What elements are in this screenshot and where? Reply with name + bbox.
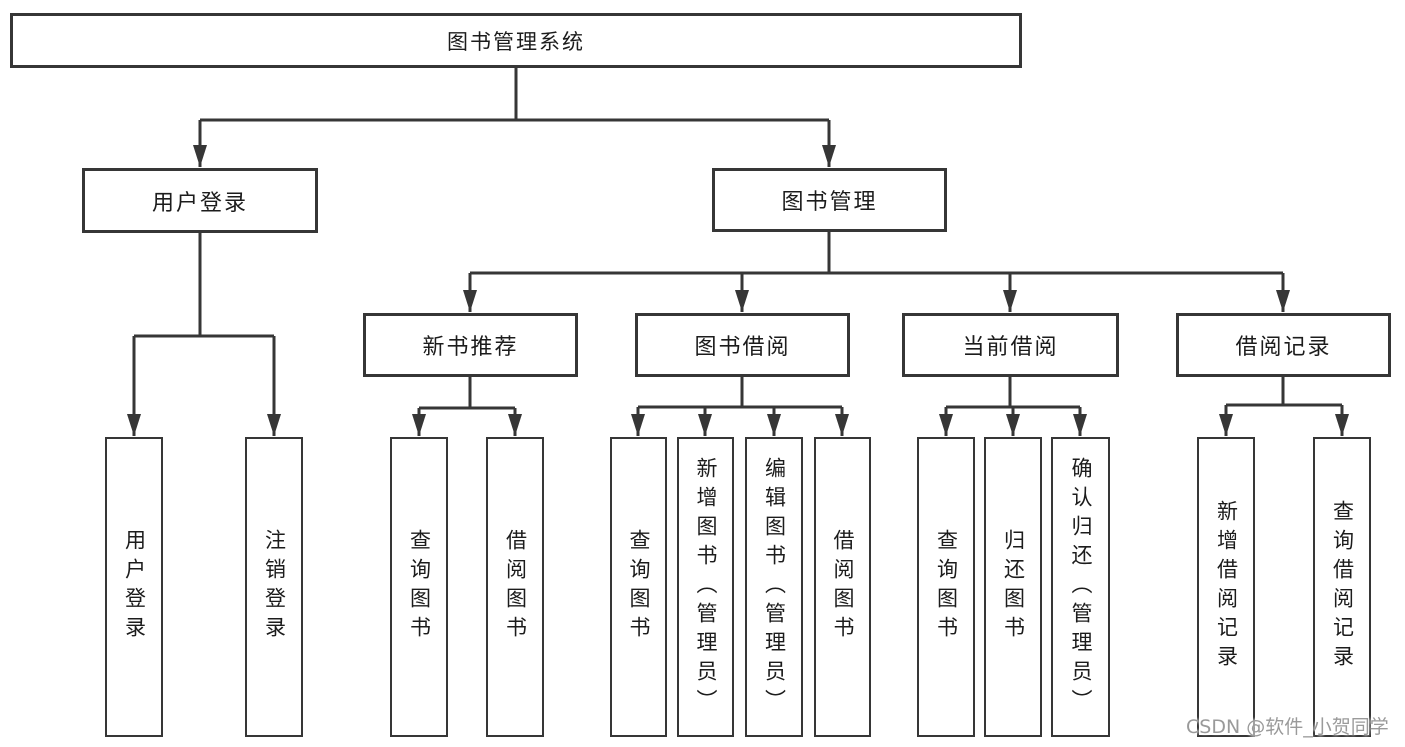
leaf-borrow-books-label: 借阅图书: [831, 529, 855, 645]
node-book-management-label: 图书管理: [781, 190, 878, 215]
node-book-borrowing-label: 图书借阅: [694, 335, 791, 360]
node-current-borrowing-label: 当前借阅: [962, 335, 1059, 360]
leaf-recommend-borrow-books: 借阅图书: [486, 437, 544, 737]
node-user-login-label: 用户登录: [151, 190, 248, 216]
leaf-recommend-query-books: 查询图书: [390, 437, 448, 737]
leaf-return-books-label: 归还图书: [1001, 529, 1026, 645]
leaf-confirm-return-admin: 确认归还（管理员）: [1051, 437, 1110, 737]
leaf-edit-books-admin: 编辑图书（管理员）: [745, 437, 803, 737]
node-new-book-recommend: 新书推荐: [363, 313, 578, 377]
leaf-query-borrow-record-label: 查询借阅记录: [1330, 500, 1355, 674]
leaf-logout-label: 注销登录: [262, 529, 287, 645]
leaf-return-books: 归还图书: [984, 437, 1042, 737]
node-borrowing-records: 借阅记录: [1176, 313, 1391, 377]
node-new-book-recommend-label: 新书推荐: [422, 335, 519, 360]
leaf-add-borrow-record-label: 新增借阅记录: [1214, 500, 1239, 674]
leaf-add-books-admin: 新增图书（管理员）: [677, 437, 734, 737]
node-current-borrowing: 当前借阅: [902, 313, 1119, 377]
node-root-label: 图书管理系统: [447, 29, 585, 54]
leaf-add-borrow-record: 新增借阅记录: [1197, 437, 1255, 737]
leaf-borrow-books: 借阅图书: [814, 437, 871, 737]
leaf-recommend-query-books-label: 查询图书: [407, 529, 432, 645]
node-book-management: 图书管理: [712, 168, 947, 232]
node-book-borrowing: 图书借阅: [635, 313, 850, 377]
leaf-user-login-label: 用户登录: [122, 529, 147, 645]
leaf-current-query-books: 查询图书: [917, 437, 975, 737]
leaf-add-books-admin-label: 新增图书（管理员）: [694, 456, 718, 718]
node-root: 图书管理系统: [10, 13, 1022, 68]
leaf-user-login: 用户登录: [105, 437, 163, 737]
node-user-login: 用户登录: [82, 168, 318, 233]
leaf-borrowing-query-books-label: 查询图书: [627, 529, 651, 645]
node-borrowing-records-label: 借阅记录: [1235, 335, 1332, 360]
leaf-logout: 注销登录: [245, 437, 303, 737]
leaf-edit-books-admin-label: 编辑图书（管理员）: [762, 456, 787, 718]
leaf-borrowing-query-books: 查询图书: [610, 437, 667, 737]
leaf-recommend-borrow-books-label: 借阅图书: [503, 529, 528, 645]
watermark: CSDN @软件_小贺同学: [1186, 716, 1389, 738]
leaf-current-query-books-label: 查询图书: [934, 529, 959, 645]
leaf-confirm-return-admin-label: 确认归还（管理员）: [1069, 456, 1093, 718]
leaf-query-borrow-record: 查询借阅记录: [1313, 437, 1371, 737]
